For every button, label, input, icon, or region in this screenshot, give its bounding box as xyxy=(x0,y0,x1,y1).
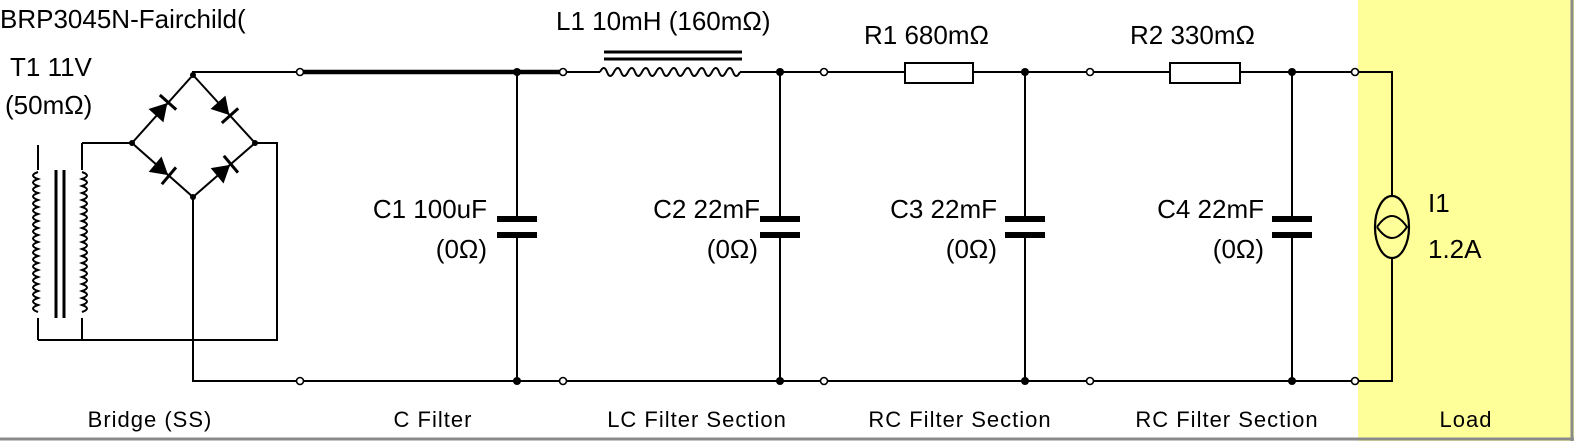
capacitor-icon xyxy=(1272,68,1312,385)
inductor-icon xyxy=(599,50,742,77)
transformer-icon xyxy=(32,143,88,341)
c1-value-label: C1 100uF xyxy=(373,194,487,224)
bridge-rectifier xyxy=(129,72,258,200)
bridge-negative-lead xyxy=(192,197,300,382)
section-label-bridge: Bridge (SS) xyxy=(88,407,213,432)
section-label-load: Load xyxy=(1440,407,1493,432)
capacitor-icon xyxy=(760,68,800,385)
section-label-lc-filter: LC Filter Section xyxy=(607,407,787,432)
load-name-label: I1 xyxy=(1428,188,1450,218)
c2-value-label: C2 22mF xyxy=(653,194,760,224)
capacitor-icon xyxy=(497,68,537,385)
resistor-icon xyxy=(1169,62,1241,84)
diode-icon xyxy=(210,154,240,184)
transformer-resistance-label: (50mΩ) xyxy=(5,90,92,120)
section-label-c-filter: C Filter xyxy=(394,407,473,432)
resistor-icon xyxy=(904,62,974,84)
load-panel-background xyxy=(1358,0,1574,441)
inductor-label: L1 10mH (160mΩ) xyxy=(556,6,771,36)
section-label-rc-filter-1: RC Filter Section xyxy=(868,407,1051,432)
transformer-return-wire xyxy=(82,142,278,341)
bridge-part-label: BRP3045N-Fairchild( xyxy=(0,4,246,34)
transformer-name-label: T1 11V xyxy=(10,52,93,82)
bridge-positive-lead xyxy=(192,71,300,75)
c4-esr-label: (0Ω) xyxy=(1213,234,1264,264)
c2-esr-label: (0Ω) xyxy=(707,234,758,264)
top-rail-load xyxy=(1358,71,1393,197)
section-label-rc-filter-2: RC Filter Section xyxy=(1135,407,1318,432)
section-terminals xyxy=(295,67,1360,386)
diode-icon xyxy=(148,156,178,186)
r2-label: R2 330mΩ xyxy=(1130,20,1255,50)
diode-icon xyxy=(210,95,240,125)
c3-esr-label: (0Ω) xyxy=(946,234,997,264)
c3-value-label: C3 22mF xyxy=(890,194,997,224)
c4-value-label: C4 22mF xyxy=(1157,194,1264,224)
load-value-label: 1.2A xyxy=(1428,234,1482,264)
r1-label: R1 680mΩ xyxy=(864,20,989,50)
bottom-rail-load xyxy=(1358,258,1393,382)
capacitor-icon xyxy=(1005,68,1045,385)
current-source-icon xyxy=(1373,194,1411,260)
diode-icon xyxy=(148,93,178,123)
c1-esr-label: (0Ω) xyxy=(436,234,487,264)
